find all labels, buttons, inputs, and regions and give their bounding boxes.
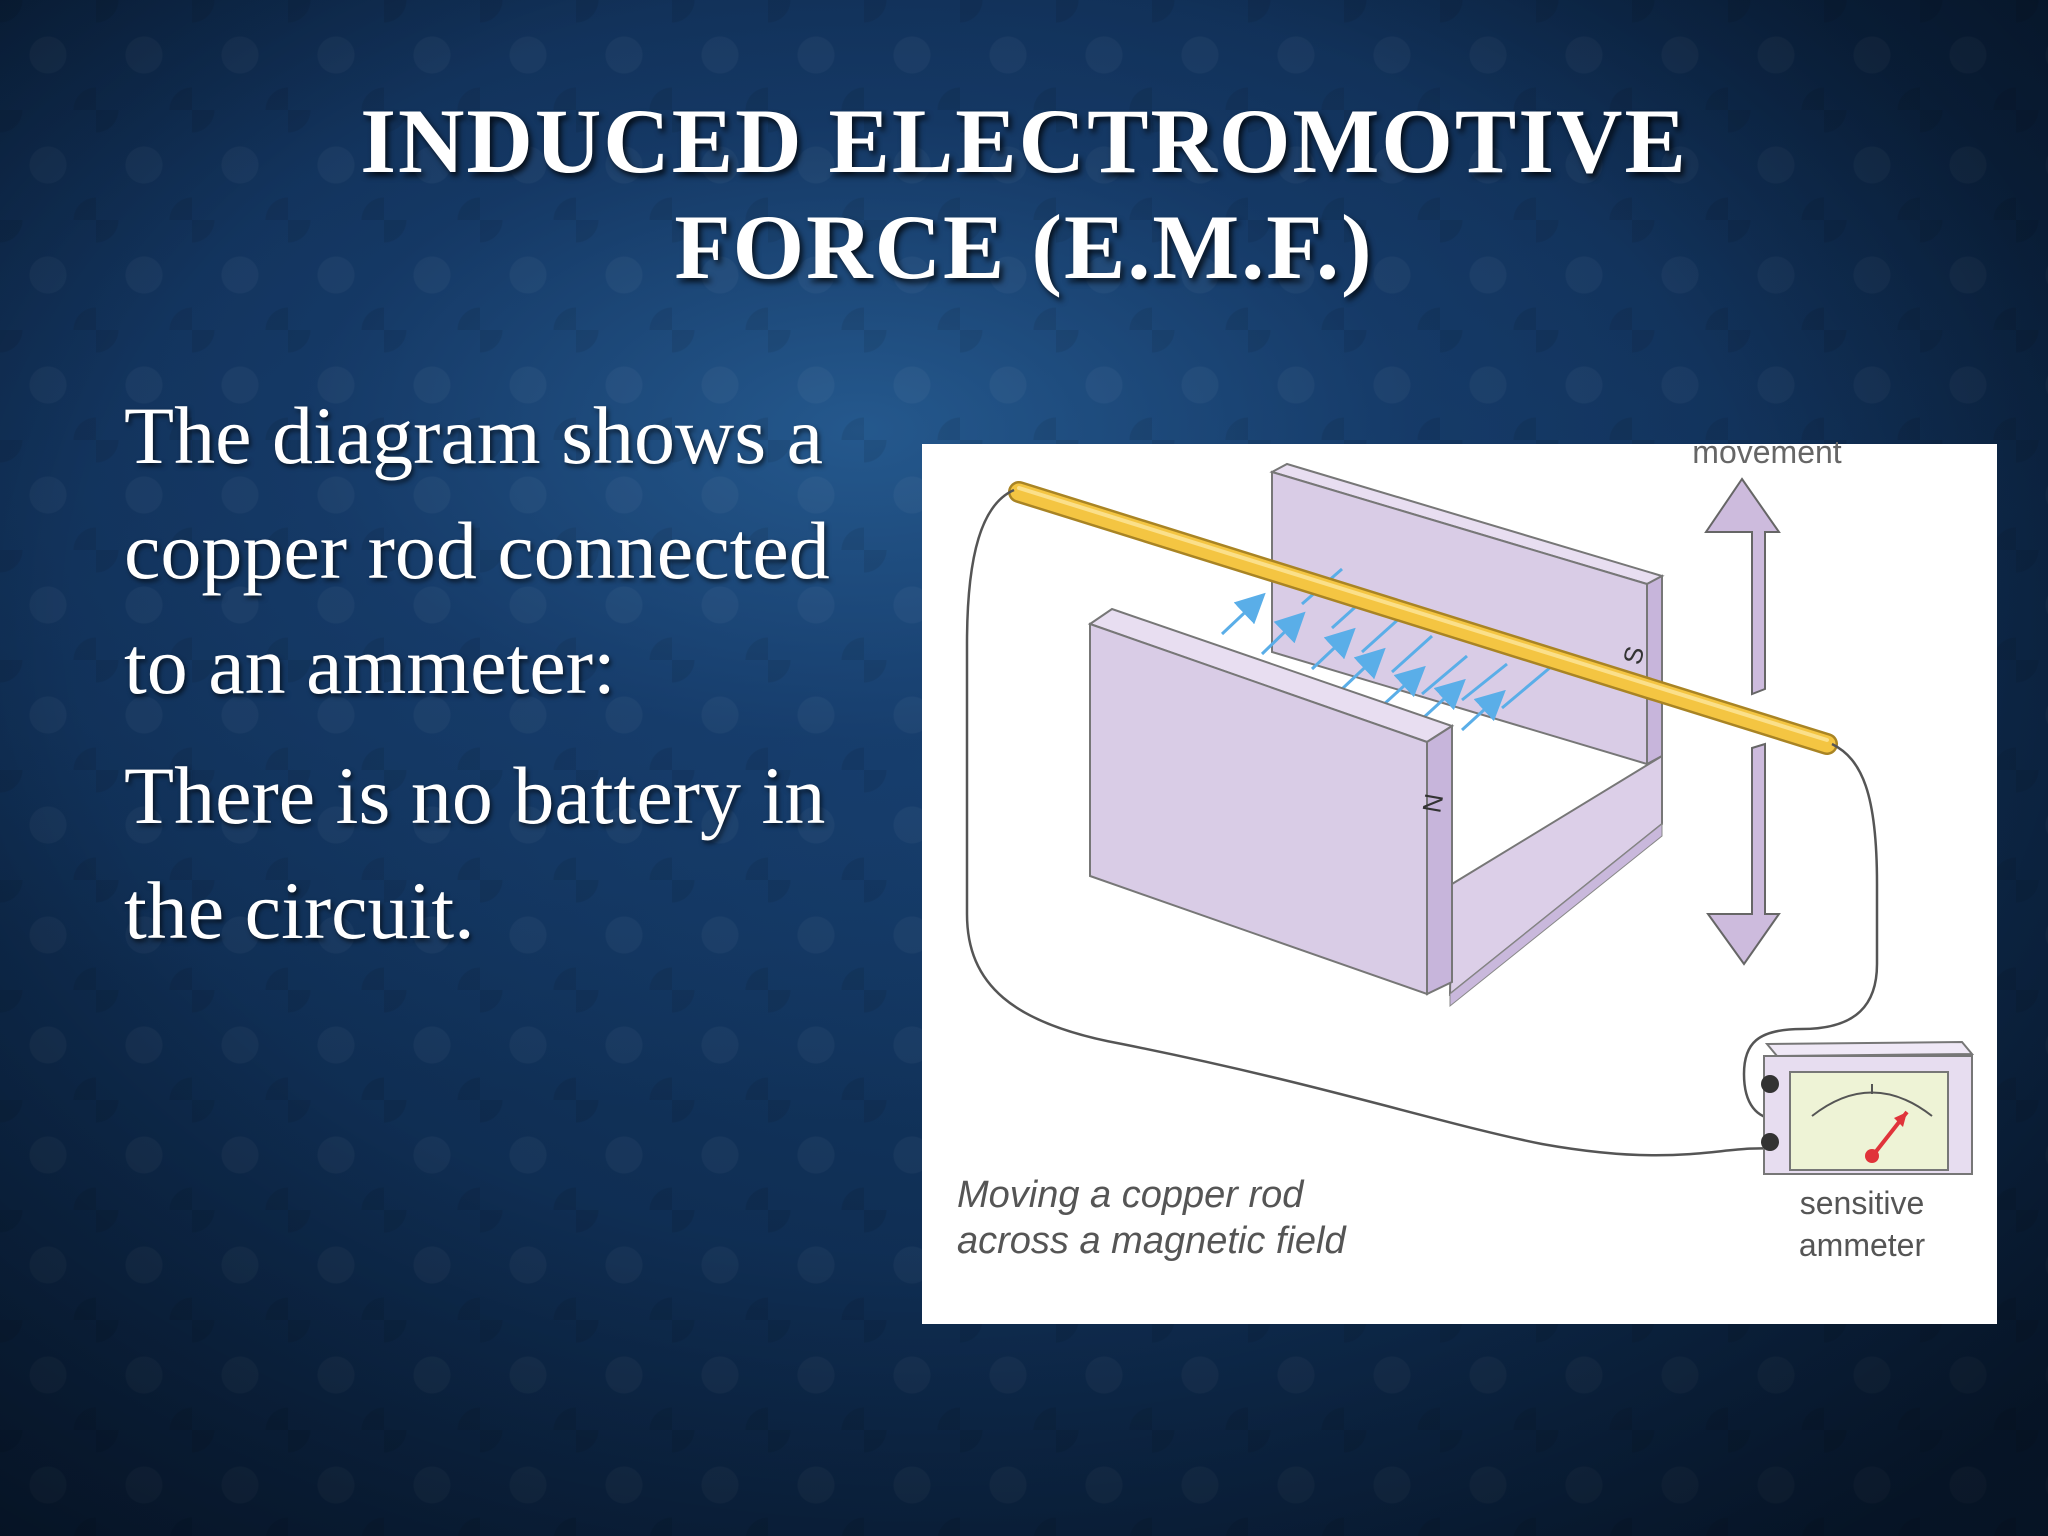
ammeter-terminal-1 [1761, 1075, 1779, 1093]
ammeter-terminal-2 [1761, 1133, 1779, 1151]
diagram-illustration: S N [965, 462, 1975, 1175]
sensitive-ammeter [1761, 1040, 1975, 1175]
diagram-caption-line-1: Moving a copper rod [957, 1174, 1304, 1216]
magnetic-field-lines [1220, 567, 1553, 732]
north-pole-label: N [1416, 791, 1449, 815]
body-paragraph-2: There is no battery in the circuit. [124, 750, 826, 956]
movement-arrows [1704, 477, 1781, 966]
slide-title-line-1: INDUCED ELECTROMOTIVE [360, 90, 1688, 192]
diagram-caption-line-2: across a magnetic field [957, 1220, 1346, 1262]
ammeter-label: sensitive ammeter [1767, 1182, 1957, 1266]
movement-down-arrow [1706, 742, 1781, 966]
body-paragraph-1: The diagram shows a copper rod connected… [124, 390, 830, 711]
ammeter-label-line-1: sensitive [1799, 1185, 1925, 1221]
ammeter-label-line-2: ammeter [1798, 1227, 1926, 1263]
slide-title-line-2: FORCE (E.M.F.) [674, 196, 1374, 298]
copper-rod [1008, 481, 1838, 755]
slide-body: The diagram shows a copper rod connected… [124, 378, 884, 983]
emf-diagram: S N [922, 434, 1997, 1324]
north-magnet: N [1087, 607, 1455, 996]
magnet-base [1448, 754, 1663, 1008]
ammeter-pivot [1865, 1149, 1879, 1163]
diagram-caption: Moving a copper rod across a magnetic fi… [957, 1172, 1457, 1264]
connecting-wires [965, 488, 1879, 1157]
movement-up-arrow [1704, 477, 1781, 696]
movement-label: movement [1692, 434, 1842, 464]
slide-title: INDUCED ELECTROMOTIVE FORCE (E.M.F.) [200, 88, 1848, 300]
